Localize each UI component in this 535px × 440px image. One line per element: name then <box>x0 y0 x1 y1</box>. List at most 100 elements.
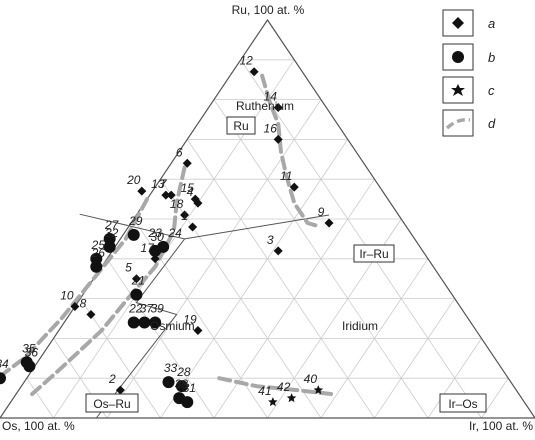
point-marker-c <box>268 397 278 407</box>
trend-line-d <box>30 165 187 397</box>
point-label: 1 <box>181 209 188 223</box>
grid-line <box>240 59 482 419</box>
legend-box-d <box>442 109 474 137</box>
point-label: 35 <box>22 341 36 355</box>
point-label: 33 <box>164 361 178 375</box>
point-label: 10 <box>60 289 74 303</box>
point-label: 9 <box>318 205 325 219</box>
vertex-label-os: Os, 100 at. % <box>2 419 75 433</box>
point-label: 27 <box>104 218 120 232</box>
point-label: 20 <box>126 173 141 187</box>
boxed-label-ir-os-text: Ir–Os <box>448 397 477 411</box>
point-marker-a <box>86 310 96 320</box>
point-label: 19 <box>183 312 197 326</box>
legend-marker-d <box>445 117 471 130</box>
point-marker-a <box>161 190 171 200</box>
point-marker-a <box>150 254 160 264</box>
legend-label-c: c <box>488 83 495 98</box>
point-label: 28 <box>176 365 191 379</box>
point-label: 2 <box>108 372 116 386</box>
point-label: 25 <box>91 238 106 252</box>
trend-line-d <box>217 376 334 397</box>
legend-label-b: b <box>488 50 495 65</box>
point-label: 29 <box>128 214 143 228</box>
field-label-osmium: Osmium <box>150 319 195 333</box>
point-marker-b <box>127 316 140 329</box>
legend-marker-b <box>452 51 464 63</box>
point-label: 26 <box>91 246 106 260</box>
point-marker-a <box>137 186 147 196</box>
point-marker-a <box>115 385 125 395</box>
point-label: 6 <box>176 145 183 159</box>
point-label: 22 <box>128 301 143 315</box>
point-marker-b <box>175 380 188 393</box>
point-label: 42 <box>277 380 291 394</box>
point-marker-b <box>149 244 162 257</box>
point-marker-b <box>173 392 186 405</box>
point-marker-a <box>193 325 203 335</box>
boxed-label-os-ru-text: Os–Ru <box>93 397 130 411</box>
grid-line <box>427 338 482 419</box>
trend-line-d <box>260 73 323 229</box>
point-marker-b <box>90 260 103 273</box>
point-label: 40 <box>304 372 318 386</box>
triangle-frame <box>0 18 535 419</box>
point-label: 17 <box>140 241 155 255</box>
point-label: 8 <box>80 297 87 311</box>
field-boundary-line <box>184 214 330 240</box>
point-label: 31 <box>183 381 196 395</box>
point-label: 11 <box>280 169 292 183</box>
data-markers <box>0 67 334 409</box>
legend-marker-a <box>452 17 464 29</box>
point-marker-b <box>127 228 140 241</box>
field-boundary-line <box>79 213 186 419</box>
point-label: 14 <box>264 90 278 104</box>
field-label-iridium: Iridium <box>342 319 378 333</box>
point-label: 7 <box>160 177 168 191</box>
grid-line <box>320 258 429 419</box>
point-marker-a <box>273 103 283 113</box>
point-label: 23, 24 <box>147 226 182 240</box>
point-label: 15 <box>181 181 195 195</box>
point-marker-a <box>70 302 80 312</box>
point-marker-b <box>138 316 151 329</box>
boxed-label-ru: Ru <box>226 116 256 135</box>
boxed-label-ir-os: Ir–Os <box>439 393 487 413</box>
point-label: 30 <box>150 230 164 244</box>
legend-marker-c <box>451 84 465 96</box>
point-marker-a <box>324 218 334 228</box>
point-marker-a <box>131 274 141 284</box>
point-label: 12 <box>239 54 253 68</box>
grid-line <box>26 377 54 419</box>
point-marker-b <box>162 376 175 389</box>
legend-label-a: a <box>488 16 495 31</box>
legend-label-d: d <box>488 116 496 131</box>
point-label: 16 <box>264 121 278 135</box>
point-marker-a <box>289 182 299 192</box>
point-marker-b <box>149 316 162 329</box>
point-label: 13 <box>151 177 165 191</box>
point-label: 32 <box>105 226 119 240</box>
point-marker-c <box>286 393 297 403</box>
point-label: 4 <box>187 185 194 199</box>
vertex-label-ru: Ru, 100 at. % <box>232 3 305 17</box>
legend: a b c d <box>442 9 496 137</box>
boxed-label-ir-ru-text: Ir–Ru <box>359 247 388 261</box>
point-marker-a <box>273 246 283 256</box>
point-label: 39 <box>150 301 164 315</box>
point-marker-a <box>273 134 283 144</box>
point-marker-a <box>166 190 176 200</box>
grid-line <box>186 139 375 419</box>
point-marker-b <box>0 372 6 385</box>
vertex-label-ir: Ir, 100 at. % <box>469 419 533 433</box>
point-label: 21 <box>131 274 145 288</box>
point-label: 37 <box>140 301 155 315</box>
grid-line <box>374 298 456 419</box>
point-label: 41 <box>258 384 271 398</box>
grid-line <box>79 298 161 419</box>
point-marker-a <box>180 210 190 220</box>
point-label: 3 <box>267 233 274 247</box>
point-label: 34 <box>0 357 9 371</box>
legend-box-c <box>442 76 474 104</box>
